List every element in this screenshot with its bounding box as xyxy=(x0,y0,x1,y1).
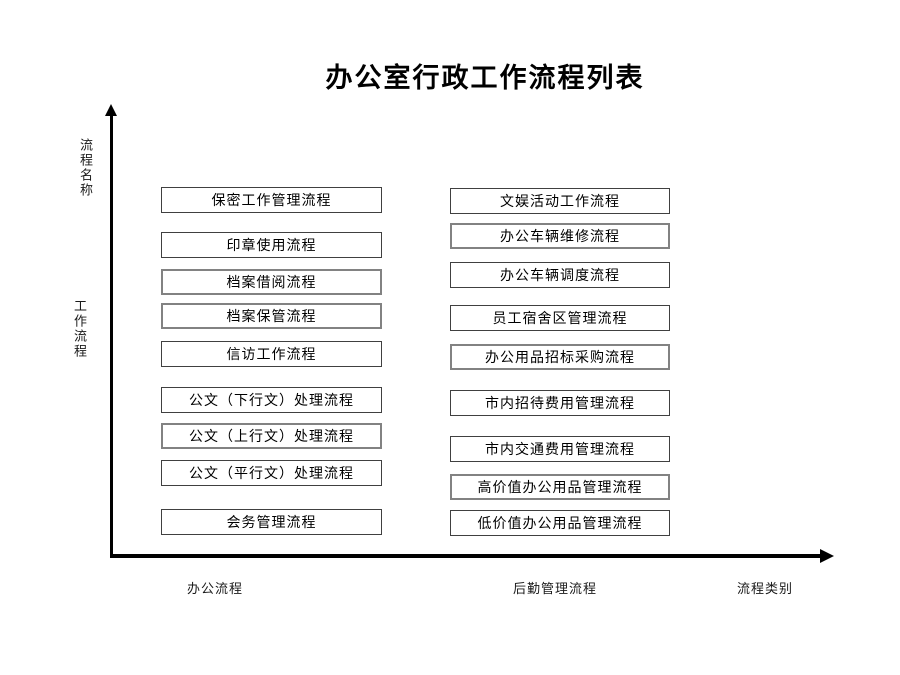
flow-box[interactable]: 高价值办公用品管理流程 xyxy=(450,474,670,500)
flow-box[interactable]: 档案保管流程 xyxy=(161,303,382,329)
flow-box[interactable]: 保密工作管理流程 xyxy=(161,187,382,213)
y-axis-label-middle: 工作流程 xyxy=(72,299,87,359)
flow-box[interactable]: 低价值办公用品管理流程 xyxy=(450,510,670,536)
x-axis-arrow-icon xyxy=(820,549,834,563)
x-axis-label-process-category: 流程类别 xyxy=(736,581,794,596)
flow-box[interactable]: 档案借阅流程 xyxy=(161,269,382,295)
y-axis-line xyxy=(110,114,113,558)
flow-box[interactable]: 文娱活动工作流程 xyxy=(450,188,670,214)
flow-box[interactable]: 员工宿舍区管理流程 xyxy=(450,305,670,331)
y-axis-label-top: 流程名称 xyxy=(78,138,93,198)
flow-box[interactable]: 市内交通费用管理流程 xyxy=(450,436,670,462)
x-axis-label-office-processes: 办公流程 xyxy=(186,581,244,596)
y-axis-arrow-icon xyxy=(105,104,117,116)
flow-box[interactable]: 办公车辆调度流程 xyxy=(450,262,670,288)
flow-box[interactable]: 办公车辆维修流程 xyxy=(450,223,670,249)
flow-box[interactable]: 印章使用流程 xyxy=(161,232,382,258)
flow-box[interactable]: 办公用品招标采购流程 xyxy=(450,344,670,370)
flow-box[interactable]: 公文（平行文）处理流程 xyxy=(161,460,382,486)
x-axis-label-logistics-processes: 后勤管理流程 xyxy=(512,581,598,596)
x-axis-line xyxy=(110,554,821,558)
flow-box[interactable]: 公文（下行文）处理流程 xyxy=(161,387,382,413)
flow-box[interactable]: 会务管理流程 xyxy=(161,509,382,535)
flow-box[interactable]: 市内招待费用管理流程 xyxy=(450,390,670,416)
flow-box[interactable]: 公文（上行文）处理流程 xyxy=(161,423,382,449)
flow-box[interactable]: 信访工作流程 xyxy=(161,341,382,367)
page-title: 办公室行政工作流程列表 xyxy=(325,63,645,93)
